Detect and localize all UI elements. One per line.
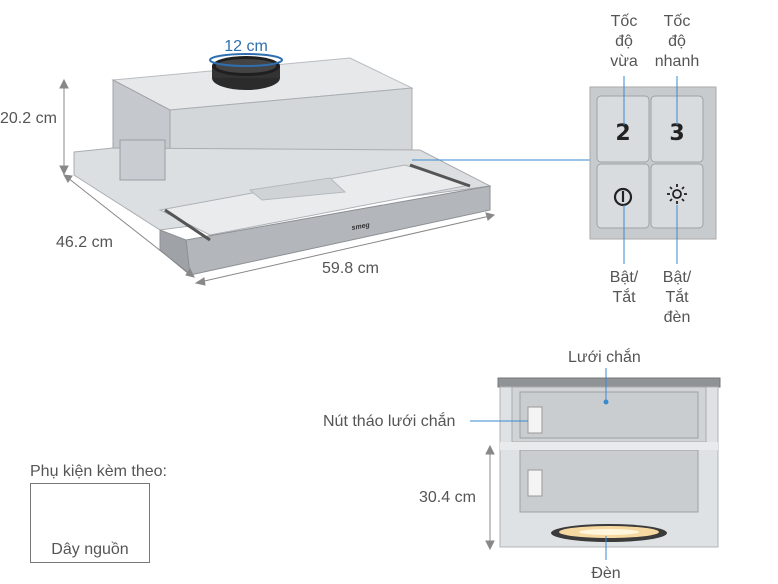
brand-logo: smeg	[351, 222, 371, 232]
filter-release-label: Nút tháo lưới chắn	[323, 413, 456, 430]
accessories-title: Phụ kiện kèm theo:	[30, 463, 167, 480]
speed-2-button: 2	[615, 121, 630, 146]
accessory-box	[30, 483, 150, 563]
dimension-lines-top	[59, 78, 496, 286]
drawer-height-label: 30.4 cm	[419, 489, 476, 506]
duct-collar	[209, 53, 283, 90]
grease-filter-label: Lưới chắn	[568, 349, 641, 366]
duct-diameter-label: 12 cm	[224, 38, 268, 55]
speed-medium-label: Tốc độ vừa	[610, 13, 638, 70]
depth-label: 46.2 cm	[56, 234, 113, 251]
hood-front-view	[497, 377, 721, 548]
speed-3-button: 3	[669, 121, 684, 146]
lamp-label: Đèn	[591, 565, 621, 582]
light-icon	[667, 184, 687, 204]
panel-leaders	[623, 76, 678, 264]
power-label: Bật/ Tắt	[609, 269, 639, 306]
hood-body	[73, 57, 492, 277]
light-toggle-label: Bật/ Tắt đèn	[662, 269, 692, 326]
dimension-line-bottom	[485, 444, 495, 551]
control-panel	[589, 86, 717, 240]
power-icon	[613, 187, 633, 207]
bottom-leaders	[470, 368, 609, 560]
width-label: 59.8 cm	[322, 260, 379, 277]
speed-fast-label: Tốc độ nhanh	[654, 13, 700, 70]
accessory-power-cord-label: Dây nguồn	[51, 541, 129, 558]
height-label: 20.2 cm	[0, 110, 57, 127]
